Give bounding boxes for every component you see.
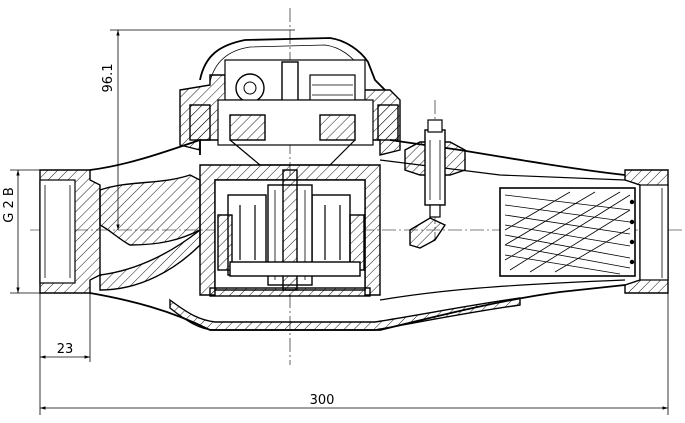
dim-thread: G 2 B <box>2 169 40 294</box>
dim-length: 300 <box>40 293 669 415</box>
dim-length-label: 300 <box>310 393 335 408</box>
dim-offset-label: 23 <box>57 342 74 357</box>
dim-thread-label: G 2 B <box>2 187 17 223</box>
dim-height-label: 96.1 <box>101 64 116 93</box>
flow-straightener <box>499 187 636 277</box>
dim-offset: 23 <box>39 293 91 415</box>
dim-height: 96.1 <box>101 29 295 230</box>
measuring-chamber <box>199 164 381 297</box>
meter-body <box>39 138 669 331</box>
regulating-screw <box>404 119 466 249</box>
register-housing <box>179 37 401 166</box>
